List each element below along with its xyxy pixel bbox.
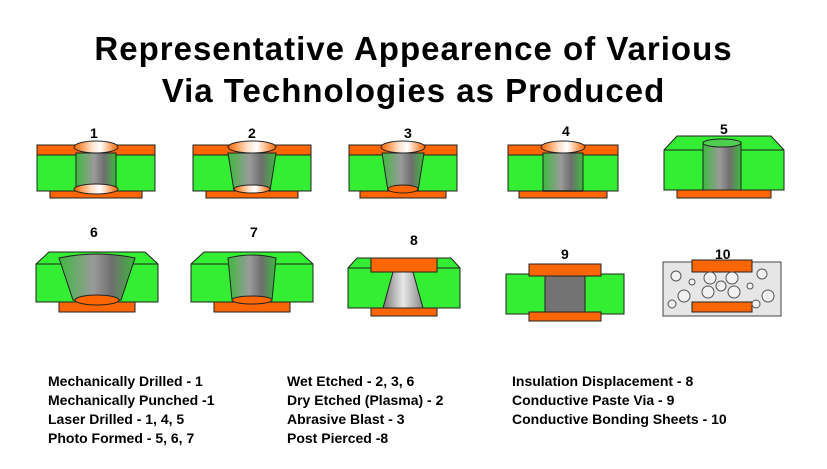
- title-line-2: Via Technologies as Produced: [161, 72, 666, 109]
- legend-column-1: Mechanically Drilled - 1 Mechanically Pu…: [48, 372, 215, 448]
- via-label-2: 2: [248, 125, 256, 141]
- via-5-cross-section: [663, 135, 785, 199]
- via-label-10: 10: [715, 246, 731, 262]
- via-9-cross-section: [505, 263, 625, 322]
- via-label-5: 5: [720, 121, 728, 137]
- via-label-6: 6: [90, 224, 98, 240]
- legend-item: Post Pierced -8: [287, 430, 389, 446]
- via-10-cross-section: [662, 259, 782, 317]
- legend-item: Photo Formed - 5, 6, 7: [48, 430, 195, 446]
- legend-item: Wet Etched - 2, 3, 6: [287, 373, 415, 389]
- legend-item: Laser Drilled - 1, 4, 5: [48, 411, 185, 427]
- legend-item: Mechanically Punched -1: [48, 392, 215, 408]
- via-2-cross-section: [192, 140, 312, 199]
- via-label-9: 9: [561, 246, 569, 262]
- via-4-cross-section: [507, 140, 619, 199]
- legend-item: Mechanically Drilled - 1: [48, 373, 203, 389]
- legend-item: Conductive Paste Via - 9: [512, 392, 675, 408]
- via-label-7: 7: [250, 224, 258, 240]
- legend-item: Insulation Displacement - 8: [512, 373, 694, 389]
- legend-column-3: Insulation Displacement - 8 Conductive P…: [512, 372, 727, 429]
- via-label-3: 3: [404, 125, 412, 141]
- legend-item: Abrasive Blast - 3: [287, 411, 405, 427]
- via-1-cross-section: [36, 140, 156, 199]
- via-label-8: 8: [410, 232, 418, 248]
- via-label-4: 4: [562, 123, 570, 139]
- title-line-1: Representative Appearence of Various: [94, 30, 733, 67]
- legend-column-2: Wet Etched - 2, 3, 6 Dry Etched (Plasma)…: [287, 372, 443, 448]
- via-7-cross-section: [190, 251, 314, 313]
- via-6-cross-section: [35, 251, 159, 313]
- via-label-1: 1: [90, 125, 98, 141]
- legend-item: Conductive Bonding Sheets - 10: [512, 411, 727, 427]
- legend-item: Dry Etched (Plasma) - 2: [287, 392, 444, 408]
- via-8-cross-section: [347, 257, 461, 317]
- via-3-cross-section: [348, 140, 458, 199]
